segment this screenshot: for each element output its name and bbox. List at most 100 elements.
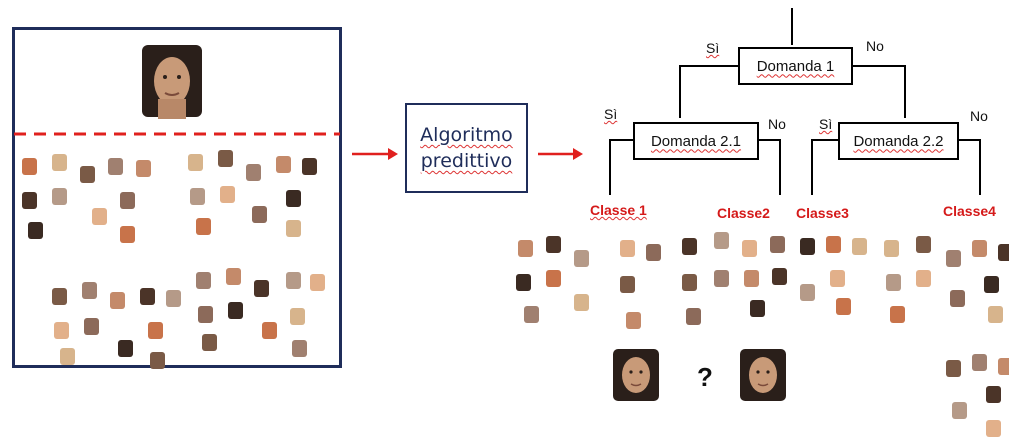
face-thumbnail [52,188,67,205]
face-thumbnail [252,206,267,223]
portrait-query-right [740,349,786,401]
face-thumbnail [574,294,589,311]
face-thumbnail [574,250,589,267]
face-thumbnail [682,274,697,291]
label-no-right: No [970,108,988,124]
face-thumbnail [744,270,759,287]
face-thumbnail [228,302,243,319]
face-thumbnail [770,236,785,253]
portrait-query-left [613,349,659,401]
face-thumbnail [110,292,125,309]
face-thumbnail [998,244,1009,261]
algorithm-line2: predittivo [420,150,513,172]
face-thumbnail [286,220,301,237]
face-thumbnail [946,250,961,267]
face-thumbnail [310,274,325,291]
face-thumbnail [202,334,217,351]
class-label-2: Classe2 [717,205,770,221]
face-thumbnail [714,270,729,287]
face-thumbnail [950,290,965,307]
face-thumbnail [218,150,233,167]
portrait-query-top [142,45,202,119]
face-thumbnail [972,240,987,257]
question-mark: ? [697,362,713,392]
face-thumbnail [136,160,151,177]
face-thumbnail [620,276,635,293]
face-thumbnail [772,268,787,285]
face-thumbnail [626,312,641,329]
face-thumbnail [286,272,301,289]
face-thumbnail [516,274,531,291]
face-thumbnail [986,386,1001,403]
label-no-root: No [866,38,884,54]
face-thumbnail [682,238,697,255]
face-thumbnail [916,270,931,287]
face-thumbnail [546,236,561,253]
face-thumbnail [52,288,67,305]
face-thumbnail [276,156,291,173]
face-thumbnail [524,306,539,323]
face-thumbnail [120,226,135,243]
node-domanda-1: Domanda 1 [738,47,853,85]
face-thumbnail [28,222,43,239]
node-domanda-2-1: Domanda 2.1 [633,122,759,160]
algorithm-box: Algoritmo predittivo [405,103,528,193]
face-thumbnail [108,158,123,175]
face-thumbnail [852,238,867,255]
face-thumbnail [60,348,75,365]
face-thumbnail [750,300,765,317]
face-thumbnail [800,284,815,301]
face-thumbnail [646,244,661,261]
face-thumbnail [80,166,95,183]
face-thumbnail [972,354,987,371]
face-thumbnail [998,358,1009,375]
node-domanda-2-2: Domanda 2.2 [838,122,959,160]
face-thumbnail [262,322,277,339]
face-thumbnail [226,268,241,285]
face-thumbnail [518,240,533,257]
face-thumbnail [286,190,301,207]
arrow-to-algorithm [352,148,398,160]
face-thumbnail [190,188,205,205]
face-thumbnail [84,318,99,335]
face-thumbnail [742,240,757,257]
face-thumbnail [916,236,931,253]
face-thumbnail [246,164,261,181]
face-thumbnail [302,158,317,175]
face-thumbnail [886,274,901,291]
face-thumbnail [984,276,999,293]
face-thumbnail [140,288,155,305]
face-thumbnail [830,270,845,287]
face-thumbnail [148,322,163,339]
class-label-3: Classe3 [796,205,849,221]
face-thumbnail [188,154,203,171]
face-thumbnail [986,420,1001,437]
face-thumbnail [166,290,181,307]
face-thumbnail [198,306,213,323]
face-thumbnail [120,192,135,209]
face-thumbnail [890,306,905,323]
arrow-to-tree [538,148,583,160]
face-thumbnail [884,240,899,257]
tree-edges [609,8,981,195]
face-thumbnail [22,192,37,209]
label-yes-root: Sì [706,40,720,56]
label-no-left: No [768,116,786,132]
face-thumbnail [836,298,851,315]
face-thumbnail [82,282,97,299]
face-thumbnail [196,272,211,289]
face-thumbnail [196,218,211,235]
face-thumbnail [952,402,967,419]
label-yes-left: Sì [604,106,618,122]
face-thumbnail [686,308,701,325]
class-label-1: Classe 1 [590,202,647,218]
class-label-4: Classe4 [943,203,996,219]
face-thumbnail [800,238,815,255]
face-thumbnail [292,340,307,357]
face-thumbnail [988,306,1003,323]
label-yes-right: Sì [819,116,833,132]
dataset-frame [12,27,342,368]
face-thumbnail [946,360,961,377]
face-thumbnail [826,236,841,253]
